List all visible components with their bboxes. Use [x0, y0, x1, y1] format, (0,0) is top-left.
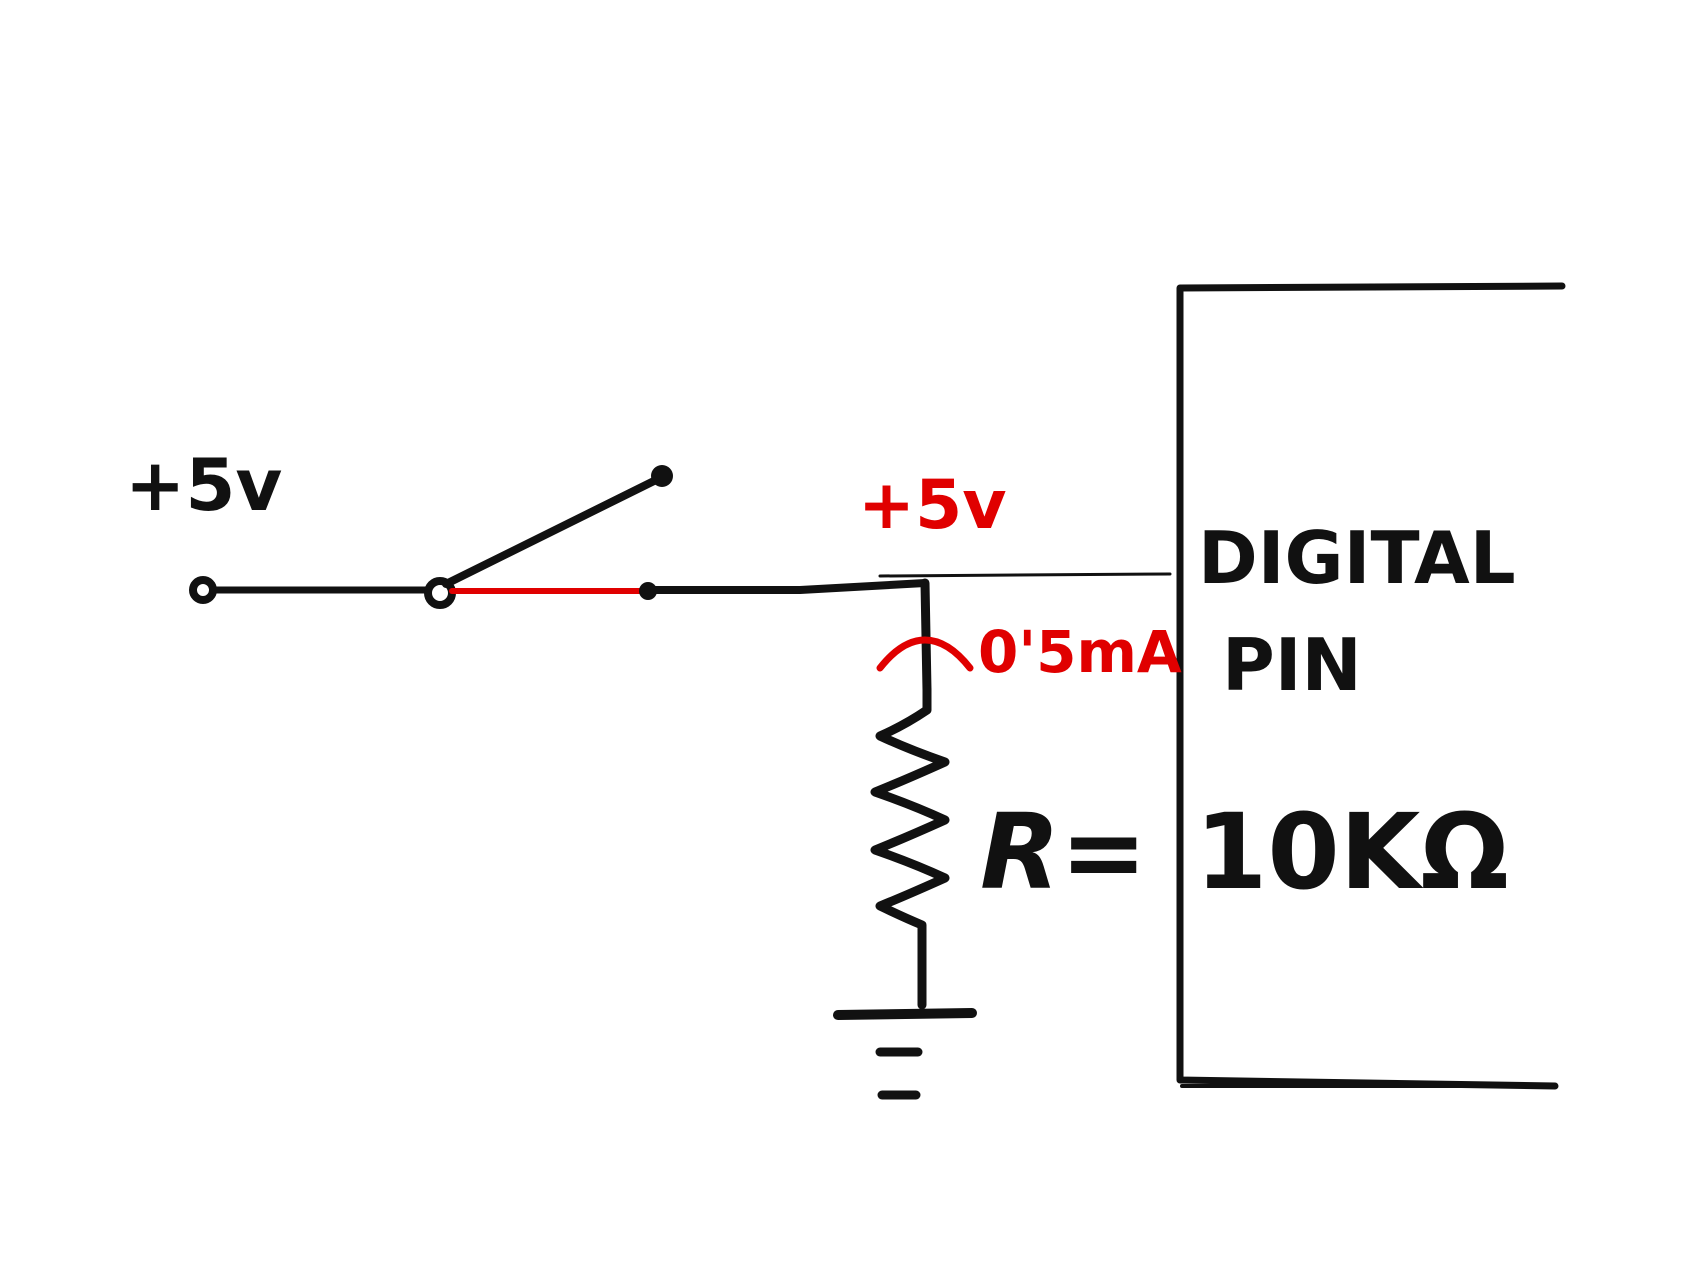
current-arrow-icon — [876, 636, 974, 672]
current-label: 0'5mA — [978, 618, 1182, 686]
resistor-value-label: 10KΩ — [1195, 791, 1509, 913]
pull-down-resistor — [870, 578, 950, 1010]
digital-pin-label-line2: PIN — [1222, 623, 1362, 707]
switch — [424, 465, 673, 609]
supply-terminal — [189, 576, 432, 604]
microcontroller-block — [1176, 282, 1566, 1090]
digital-pin-label-line1: DIGITAL — [1198, 516, 1516, 600]
supply-voltage-label: +5v — [125, 443, 282, 527]
ground-icon — [833, 1008, 977, 1100]
node-voltage-label: +5v — [858, 466, 1007, 545]
resistor-symbol-label: R= — [980, 791, 1147, 913]
signal-wire — [644, 572, 1172, 594]
